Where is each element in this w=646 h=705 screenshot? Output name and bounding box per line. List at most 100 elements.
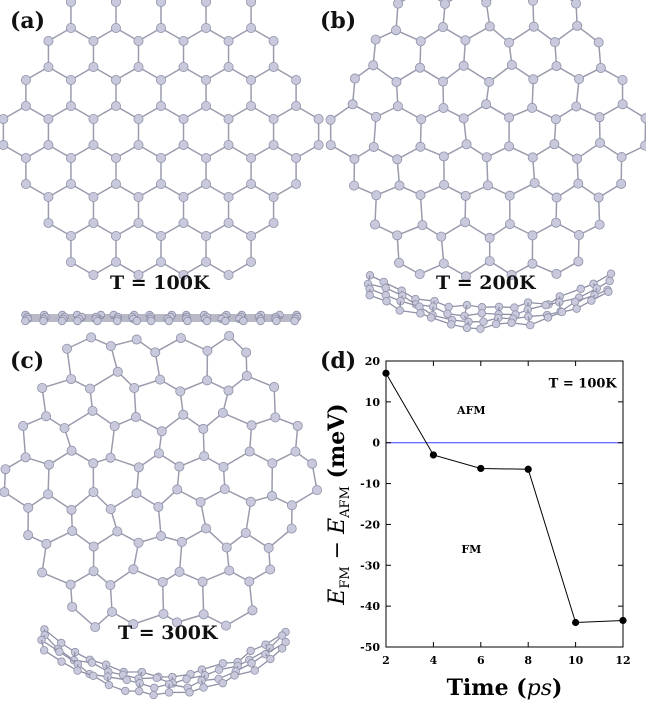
- carbon-atom: [571, 101, 582, 112]
- carbon-atom: [185, 688, 194, 697]
- carbon-atom: [89, 671, 98, 680]
- carbon-atom: [199, 451, 210, 462]
- carbon-atom: [150, 347, 161, 358]
- carbon-atom: [527, 152, 538, 163]
- carbon-atom: [133, 269, 144, 280]
- carbon-atom: [551, 217, 562, 228]
- carbon-atom: [178, 217, 189, 228]
- carbon-atom: [57, 657, 66, 666]
- carbon-atom: [250, 666, 259, 675]
- carbon-atom: [217, 407, 228, 418]
- carbon-atom: [131, 334, 142, 345]
- carbon-atom: [65, 178, 76, 189]
- carbon-atom: [175, 386, 186, 397]
- carbon-atom: [155, 178, 166, 189]
- carbon-atom: [90, 622, 101, 633]
- carbon-atom: [88, 191, 99, 202]
- carbon-atom: [504, 141, 515, 152]
- carbon-atom: [312, 485, 323, 496]
- carbon-atom: [178, 62, 189, 73]
- carbon-atom: [458, 113, 469, 124]
- carbon-atom: [132, 316, 142, 326]
- carbon-atom: [105, 580, 116, 591]
- x-tick-label: 10: [568, 654, 584, 667]
- carbon-atom: [20, 452, 31, 463]
- carbon-atom: [291, 75, 302, 86]
- carbon-atom: [244, 576, 255, 587]
- carbon-atom: [198, 423, 209, 434]
- carbon-atom: [175, 333, 186, 344]
- carbon-atom: [221, 542, 232, 553]
- carbon-atom: [528, 74, 539, 85]
- carbon-atom: [246, 230, 257, 241]
- carbon-atom: [157, 576, 168, 587]
- carbon-atom: [506, 59, 517, 70]
- carbon-atom: [65, 22, 76, 33]
- carbon-atom: [461, 139, 472, 150]
- carbon-atom: [110, 101, 121, 112]
- carbon-atom: [572, 304, 581, 313]
- carbon-atom: [149, 690, 158, 700]
- carbon-atom: [155, 75, 166, 86]
- carbon-atom: [43, 62, 54, 73]
- carbon-atom: [325, 140, 336, 151]
- carbon-atom: [224, 565, 235, 576]
- carbon-atom: [23, 530, 34, 541]
- y-tick-label: 20: [365, 355, 381, 368]
- carbon-atom: [87, 405, 98, 416]
- carbon-atom: [291, 101, 302, 112]
- carbon-atom: [415, 62, 426, 73]
- carbon-atom: [182, 674, 191, 684]
- carbon-atom: [88, 487, 99, 498]
- carbon-atom: [37, 635, 46, 645]
- carbon-atom: [247, 659, 256, 668]
- carbon-atom: [202, 375, 213, 386]
- carbon-atom: [153, 448, 164, 459]
- carbon-atom: [507, 318, 516, 327]
- carbon-atom: [292, 420, 303, 431]
- carbon-atom: [484, 232, 495, 243]
- carbon-atom: [616, 178, 627, 189]
- panel-a-label: (a): [10, 8, 46, 34]
- carbon-atom: [557, 307, 567, 317]
- chart-annotation: T = 100K: [549, 377, 618, 392]
- carbon-atom: [290, 446, 301, 457]
- graphene-flake-top-view: [325, 0, 646, 282]
- carbon-atom: [113, 316, 122, 326]
- carbon-atom: [152, 673, 161, 683]
- carbon-atom: [266, 654, 275, 664]
- carbon-atom: [391, 25, 402, 36]
- carbon-atom: [223, 385, 234, 396]
- carbon-atom: [246, 75, 257, 86]
- carbon-atom: [313, 114, 324, 125]
- carbon-atom: [201, 178, 212, 189]
- carbon-atom: [131, 488, 142, 499]
- carbon-atom: [392, 230, 403, 241]
- carbon-atom: [201, 22, 212, 33]
- carbon-atom: [313, 139, 324, 150]
- y-tick-label: -50: [360, 641, 380, 654]
- carbon-atom: [527, 0, 538, 6]
- carbon-atom: [202, 316, 212, 326]
- carbon-atom: [368, 60, 379, 71]
- carbon-atom: [88, 36, 99, 47]
- carbon-atom: [349, 180, 360, 191]
- carbon-atom: [594, 219, 605, 230]
- carbon-atom: [504, 219, 515, 230]
- graphene-flake-top-view: [0, 0, 324, 280]
- panel-b-label: (b): [320, 8, 357, 34]
- carbon-atom: [134, 686, 144, 696]
- carbon-atom: [246, 0, 257, 7]
- carbon-atom: [65, 579, 76, 590]
- carbon-atom: [595, 137, 606, 148]
- carbon-atom: [437, 22, 448, 33]
- carbon-atom: [325, 114, 336, 125]
- carbon-atom: [245, 496, 256, 507]
- carbon-atom: [198, 609, 209, 620]
- carbon-atom: [88, 566, 99, 577]
- carbon-atom: [440, 0, 451, 9]
- carbon-atom: [223, 114, 234, 125]
- y-tick-label: -30: [360, 559, 380, 572]
- carbon-atom: [504, 37, 515, 48]
- carbon-atom: [527, 258, 538, 269]
